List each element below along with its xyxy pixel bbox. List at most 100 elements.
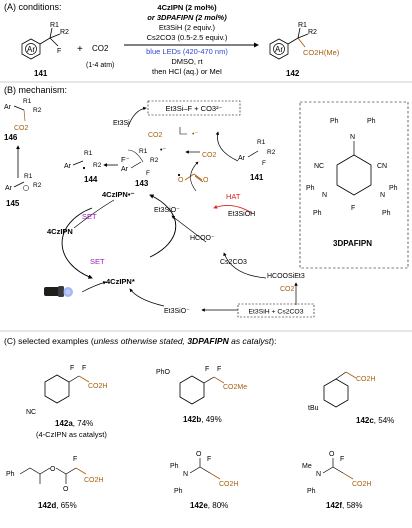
- e142d-acid-bond: [75, 467, 87, 475]
- silane-box-text: Et3SiH + Cs2CO3: [249, 309, 304, 316]
- catalyst-ph-5: Ph: [389, 185, 398, 192]
- e142a-acid: CO2H: [88, 383, 107, 390]
- m141-bond: [247, 150, 259, 158]
- cs2co3-arrow: [223, 252, 267, 279]
- czipn-radical-anion: 4CzIPN•⁻: [102, 190, 134, 199]
- example-142b: PhO F F CO2Me 142b, 49%: [156, 366, 247, 424]
- substrate-number: 141: [34, 69, 48, 78]
- e142d-id: 142d: [38, 501, 56, 510]
- e142c-caption: 142c, 54%: [356, 416, 394, 425]
- i143-ar: Ar: [121, 166, 129, 173]
- panel-c-heading: (C) selected examples (unless otherwise …: [4, 336, 276, 346]
- i143-r1: R1: [139, 148, 148, 155]
- formate-anion: HCOO⁻: [190, 235, 215, 242]
- e142a-f1: F: [70, 365, 74, 372]
- i144-number: 144: [84, 175, 98, 184]
- panel-a: (A) conditions: Ar R1 R2 F 141 + CO2 (1-…: [4, 2, 340, 78]
- cycle-right-arc: [149, 194, 177, 258]
- e142b-yield: 49%: [206, 415, 222, 424]
- i144-radical: [82, 166, 86, 170]
- e142a-id: 142a: [55, 419, 73, 428]
- panel-c: (C) selected examples (unless otherwise …: [4, 336, 394, 510]
- i146-carboxylate-bond: [23, 109, 26, 122]
- i143-f: F: [146, 170, 150, 177]
- led-body: [44, 287, 60, 296]
- example-142e: Ph N Ph O F CO2H 142e, 80%: [170, 451, 238, 510]
- i145-bond: [13, 181, 25, 188]
- e142e-chain: [189, 466, 211, 474]
- i145-r1: R1: [24, 173, 33, 180]
- e142b-bond: [203, 376, 215, 384]
- light-arrow: [81, 281, 107, 293]
- catalyst-ph-6: Ph: [382, 210, 391, 217]
- hat-arrow: [213, 204, 253, 214]
- e142e-caption: 142e, 80%: [190, 501, 228, 510]
- e142e-yield: 80%: [212, 501, 228, 510]
- substrate-ar: Ar: [27, 45, 35, 54]
- e142a-f2: F: [82, 365, 86, 372]
- i143-bond: [130, 161, 142, 169]
- catalyst-cn-right: CN: [377, 163, 387, 170]
- e142e-n: N: [183, 471, 188, 478]
- et3si-arrow: [127, 106, 147, 128]
- carboxyl-o2: O: [203, 177, 209, 184]
- e142f-ph: Ph: [307, 488, 316, 495]
- e142f-n: N: [316, 471, 321, 478]
- substrate-bond-f: [49, 37, 59, 47]
- i146-carboxylate: CO2: [14, 125, 29, 132]
- catalyst-f: F: [351, 205, 355, 212]
- e142f-caption: 142f, 58%: [326, 501, 362, 510]
- catalyst-ph-1: Ph: [330, 118, 339, 125]
- i143-radical-anion: •⁻: [160, 147, 166, 154]
- e142b-ester-bond: [213, 376, 225, 384]
- catalyst-cn-left: NC: [314, 163, 324, 170]
- e142c-bond: [335, 371, 347, 380]
- e142c-acid: CO2H: [356, 376, 375, 383]
- e142c-yield: 54%: [378, 416, 394, 425]
- catalyst-ph-3: Ph: [306, 185, 315, 192]
- e142d-caption: 142d, 65%: [38, 501, 77, 510]
- e142b-f2: F: [217, 366, 221, 373]
- heading-part-b: unless otherwise stated,: [94, 336, 188, 346]
- e142e-acid-bond: [209, 472, 221, 480]
- e142e-f: F: [207, 456, 211, 463]
- product-bond-r1: [297, 27, 301, 39]
- product-ar: Ar: [275, 45, 283, 54]
- co2-radical-anion: •⁻: [192, 131, 198, 138]
- co2-bracket: [179, 127, 187, 135]
- intermediate-145: Ar R1 R2 145: [5, 173, 42, 208]
- heading-part-d: as catalyst: [229, 336, 272, 346]
- carboxyl-radical: O O: [177, 161, 209, 192]
- e142d-f: F: [73, 456, 77, 463]
- catalyst-n-top: N: [350, 134, 355, 141]
- panel-a-heading: (A) conditions:: [4, 2, 62, 12]
- e142c-id: 142c: [356, 416, 374, 425]
- co2-reagent: CO2: [92, 44, 109, 53]
- fluoride-release: [127, 149, 144, 163]
- e142a-acid-bond: [78, 375, 90, 383]
- fluoride-ion: F⁻: [121, 155, 130, 164]
- m141-ar: Ar: [238, 155, 246, 162]
- mech-substrate-141: Ar R1 R2 F 141: [238, 139, 276, 182]
- i144-ar: Ar: [64, 163, 72, 170]
- e142e-id: 142e: [190, 501, 208, 510]
- e142f-chain: [322, 466, 344, 474]
- substrate-r2: R2: [60, 29, 69, 36]
- i144-r1: R1: [84, 150, 93, 157]
- heading-part-e: ):: [271, 336, 276, 346]
- cond-silane: Et3SiH (2 equiv.): [159, 23, 216, 32]
- substrate-bond: [39, 37, 51, 45]
- product-142: Ar R1 R2 CO2H(Me) 142: [269, 22, 340, 78]
- et3si-label: Et3Si: [113, 120, 130, 127]
- panel-b: (B) mechanism: Et3Si–F + CO3²⁻ Et3Si CO2…: [4, 85, 409, 318]
- e142f-acid-bond: [342, 472, 354, 480]
- i146-ar: Ar: [4, 104, 12, 111]
- catalyst-ph-4: Ph: [313, 210, 322, 217]
- e142f-o: O: [329, 451, 335, 458]
- m141-number: 141: [250, 173, 264, 182]
- cond-base: Cs2CO3 (0.5-2.5 equiv.): [147, 33, 228, 42]
- e142e-ph2: Ph: [174, 488, 183, 495]
- e142a-bond: [68, 375, 80, 383]
- m141-r2: R2: [267, 149, 276, 156]
